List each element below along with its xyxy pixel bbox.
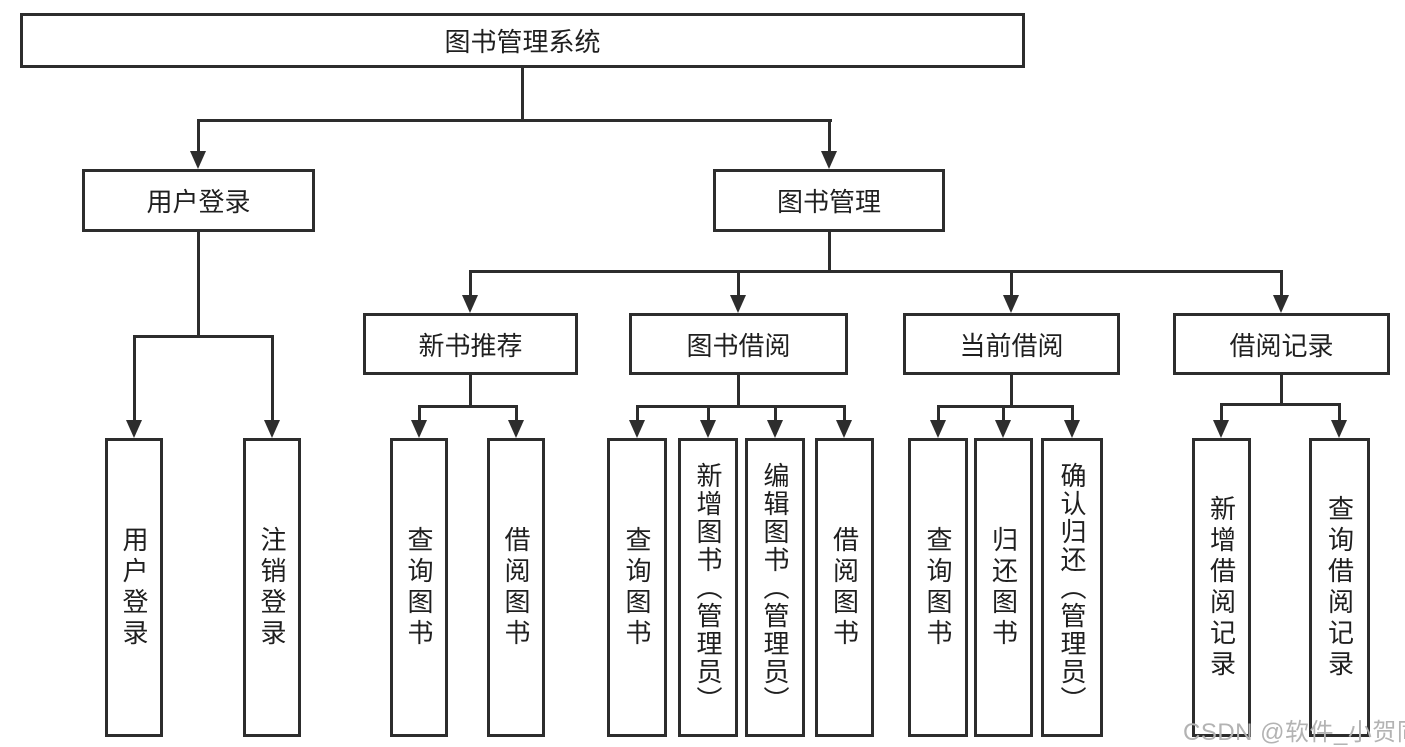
connector-to-new-book-rec: [469, 270, 472, 297]
node-new-book-rec: 新书推荐: [363, 313, 578, 375]
connector-to-borrow-records: [1280, 270, 1283, 297]
arrow-down-icon: [1331, 420, 1347, 438]
arrow-down-icon: [190, 151, 206, 169]
arrow-down-icon: [821, 151, 837, 169]
leaf-rec-query-record-label: 查询借阅记录: [1324, 494, 1355, 681]
node-book-borrow: 图书借阅: [629, 313, 848, 375]
arrow-down-icon: [462, 295, 478, 313]
connector-root-branch: [197, 119, 832, 122]
leaf-bb-edit-books-admin-label: 编辑图书（管理员）: [760, 461, 790, 714]
arrow-down-icon: [995, 420, 1011, 438]
leaf-bb-borrow-books: 借阅图书: [815, 438, 874, 737]
leaf-logout: 注销登录: [243, 438, 301, 737]
connector-book-mgmt-branch: [469, 270, 1283, 273]
connector-to-current-borrow: [1010, 270, 1013, 297]
leaf-rec-add-record-label: 新增借阅记录: [1206, 494, 1237, 681]
connector-to-book-borrow: [737, 270, 740, 297]
node-book-mgmt-label: 图书管理: [776, 187, 881, 217]
connector-to-bb-edit: [774, 405, 777, 421]
arrow-down-icon: [700, 420, 716, 438]
arrow-down-icon: [1064, 420, 1080, 438]
connector-to-user-login: [197, 119, 200, 153]
leaf-nb-borrow-books-label: 借阅图书: [501, 525, 531, 650]
connector-to-leaf-login: [133, 335, 136, 421]
arrow-down-icon: [629, 420, 645, 438]
connector-root-stem: [521, 68, 524, 122]
connector-to-cb-query: [937, 405, 940, 421]
node-current-borrow-label: 当前借阅: [959, 330, 1064, 361]
node-current-borrow: 当前借阅: [903, 313, 1120, 375]
leaf-cb-query-books-label: 查询图书: [923, 525, 953, 650]
connector-to-bb-borrow: [843, 405, 846, 421]
leaf-cb-query-books: 查询图书: [908, 438, 968, 737]
connector-to-bb-add: [707, 405, 710, 421]
node-root-label: 图书管理系统: [444, 27, 601, 57]
arrow-down-icon: [730, 295, 746, 313]
leaf-bb-add-books-admin: 新增图书（管理员）: [678, 438, 738, 737]
leaf-rec-query-record: 查询借阅记录: [1309, 438, 1370, 737]
arrow-down-icon: [1213, 420, 1229, 438]
arrow-down-icon: [126, 420, 142, 438]
leaf-bb-add-books-admin-label: 新增图书（管理员）: [693, 461, 723, 714]
node-user-login: 用户登录: [82, 169, 315, 232]
node-new-book-rec-label: 新书推荐: [418, 330, 523, 361]
connector-book-mgmt-stem: [828, 232, 831, 273]
leaf-logout-label: 注销登录: [257, 525, 287, 650]
csdn-watermark: CSDN @软件_小贺同学: [1183, 719, 1405, 746]
node-user-login-label: 用户登录: [146, 187, 251, 217]
arrow-down-icon: [508, 420, 524, 438]
arrow-down-icon: [930, 420, 946, 438]
leaf-nb-borrow-books: 借阅图书: [487, 438, 545, 737]
leaf-nb-query-books-label: 查询图书: [404, 525, 434, 650]
node-book-mgmt: 图书管理: [713, 169, 945, 232]
arrow-down-icon: [411, 420, 427, 438]
leaf-cb-confirm-return-admin: 确认归还（管理员）: [1041, 438, 1103, 737]
connector-new-book-branch: [418, 405, 517, 408]
leaf-cb-confirm-return-admin-label: 确认归还（管理员）: [1057, 461, 1087, 714]
leaf-cb-return-books: 归还图书: [974, 438, 1033, 737]
connector-records-stem: [1280, 375, 1283, 406]
connector-current-borrow-stem: [1010, 375, 1013, 408]
connector-new-book-stem: [469, 375, 472, 408]
leaf-bb-query-books: 查询图书: [607, 438, 667, 737]
connector-to-rec-add: [1220, 403, 1223, 421]
connector-to-rec-query: [1338, 403, 1341, 421]
leaf-rec-add-record: 新增借阅记录: [1192, 438, 1251, 737]
connector-to-leaf-logout: [271, 335, 274, 421]
leaf-user-login: 用户登录: [105, 438, 163, 737]
connector-to-nb-query: [418, 405, 421, 421]
arrow-down-icon: [836, 420, 852, 438]
node-book-borrow-label: 图书借阅: [686, 330, 791, 361]
connector-current-borrow-branch: [937, 405, 1073, 408]
node-borrow-records-label: 借阅记录: [1229, 330, 1334, 361]
connector-user-login-stem: [197, 232, 200, 338]
arrow-down-icon: [767, 420, 783, 438]
connector-to-cb-confirm: [1071, 405, 1074, 421]
connector-to-bb-query: [636, 405, 639, 421]
connector-to-nb-borrow: [515, 405, 518, 421]
connector-to-book-mgmt: [828, 119, 831, 153]
leaf-bb-query-books-label: 查询图书: [622, 525, 652, 650]
node-borrow-records: 借阅记录: [1173, 313, 1390, 375]
leaf-user-login-label: 用户登录: [119, 525, 149, 650]
arrow-down-icon: [1003, 295, 1019, 313]
leaf-nb-query-books: 查询图书: [390, 438, 448, 737]
connector-book-borrow-branch: [636, 405, 845, 408]
connector-to-cb-return: [1002, 405, 1005, 421]
leaf-bb-edit-books-admin: 编辑图书（管理员）: [745, 438, 805, 737]
connector-book-borrow-stem: [737, 375, 740, 408]
leaf-bb-borrow-books-label: 借阅图书: [829, 525, 860, 650]
connector-records-branch: [1220, 403, 1340, 406]
leaf-cb-return-books-label: 归还图书: [988, 525, 1019, 650]
connector-user-login-branch: [133, 335, 274, 338]
node-root: 图书管理系统: [20, 13, 1025, 68]
arrow-down-icon: [1273, 295, 1289, 313]
arrow-down-icon: [264, 420, 280, 438]
